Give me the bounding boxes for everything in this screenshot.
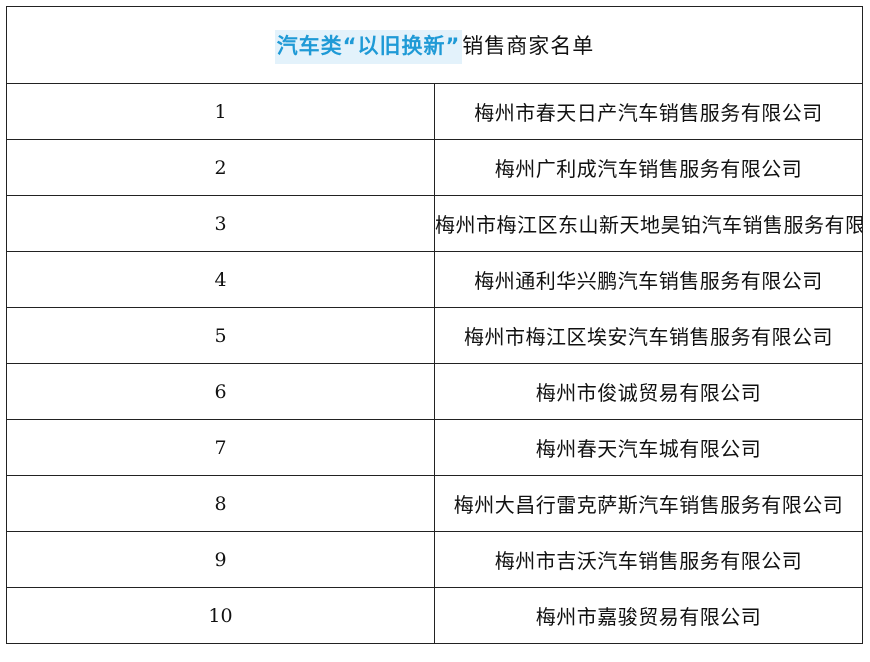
merchant-name: 梅州春天汽车城有限公司: [434, 419, 863, 476]
merchant-name: 梅州大昌行雷克萨斯汽车销售服务有限公司: [434, 475, 863, 532]
merchant-name: 梅州市嘉骏贸易有限公司: [434, 587, 863, 644]
merchant-name: 梅州市吉沃汽车销售服务有限公司: [434, 531, 863, 588]
row-number: 9: [6, 531, 435, 588]
table-row: 8 梅州大昌行雷克萨斯汽车销售服务有限公司: [6, 475, 863, 532]
merchant-name: 梅州通利华兴鹏汽车销售服务有限公司: [434, 251, 863, 308]
row-number: 6: [6, 363, 435, 420]
row-number: 10: [6, 587, 435, 644]
table-row: 10 梅州市嘉骏贸易有限公司: [6, 587, 863, 644]
table-row: 1 梅州市春天日产汽车销售服务有限公司: [6, 83, 863, 140]
row-number: 3: [6, 195, 435, 252]
table-row: 6 梅州市俊诚贸易有限公司: [6, 363, 863, 420]
row-number: 7: [6, 419, 435, 476]
merchant-name: 梅州市梅江区埃安汽车销售服务有限公司: [434, 307, 863, 364]
table-row: 4 梅州通利华兴鹏汽车销售服务有限公司: [6, 251, 863, 308]
merchant-name: 梅州广利成汽车销售服务有限公司: [434, 139, 863, 196]
merchant-list-table: 汽车类“以旧换新”销售商家名单 1 梅州市春天日产汽车销售服务有限公司 2 梅州…: [6, 6, 863, 644]
row-number: 5: [6, 307, 435, 364]
merchant-name: 梅州市春天日产汽车销售服务有限公司: [434, 83, 863, 140]
title-cell: 汽车类“以旧换新”销售商家名单: [6, 6, 863, 84]
title-row: 汽车类“以旧换新”销售商家名单: [6, 6, 863, 84]
row-number: 1: [6, 83, 435, 140]
merchant-name: 梅州市梅江区东山新天地昊铂汽车销售服务有限公司: [434, 195, 863, 252]
row-number: 2: [6, 139, 435, 196]
merchant-name: 梅州市俊诚贸易有限公司: [434, 363, 863, 420]
table-row: 7 梅州春天汽车城有限公司: [6, 419, 863, 476]
table-row: 5 梅州市梅江区埃安汽车销售服务有限公司: [6, 307, 863, 364]
table-row: 9 梅州市吉沃汽车销售服务有限公司: [6, 531, 863, 588]
table-row: 2 梅州广利成汽车销售服务有限公司: [6, 139, 863, 196]
table-row: 3 梅州市梅江区东山新天地昊铂汽车销售服务有限公司: [6, 195, 863, 252]
title-rest: 销售商家名单: [462, 34, 595, 58]
title-highlight: 汽车类“以旧换新”: [274, 30, 463, 64]
row-number: 8: [6, 475, 435, 532]
row-number: 4: [6, 251, 435, 308]
